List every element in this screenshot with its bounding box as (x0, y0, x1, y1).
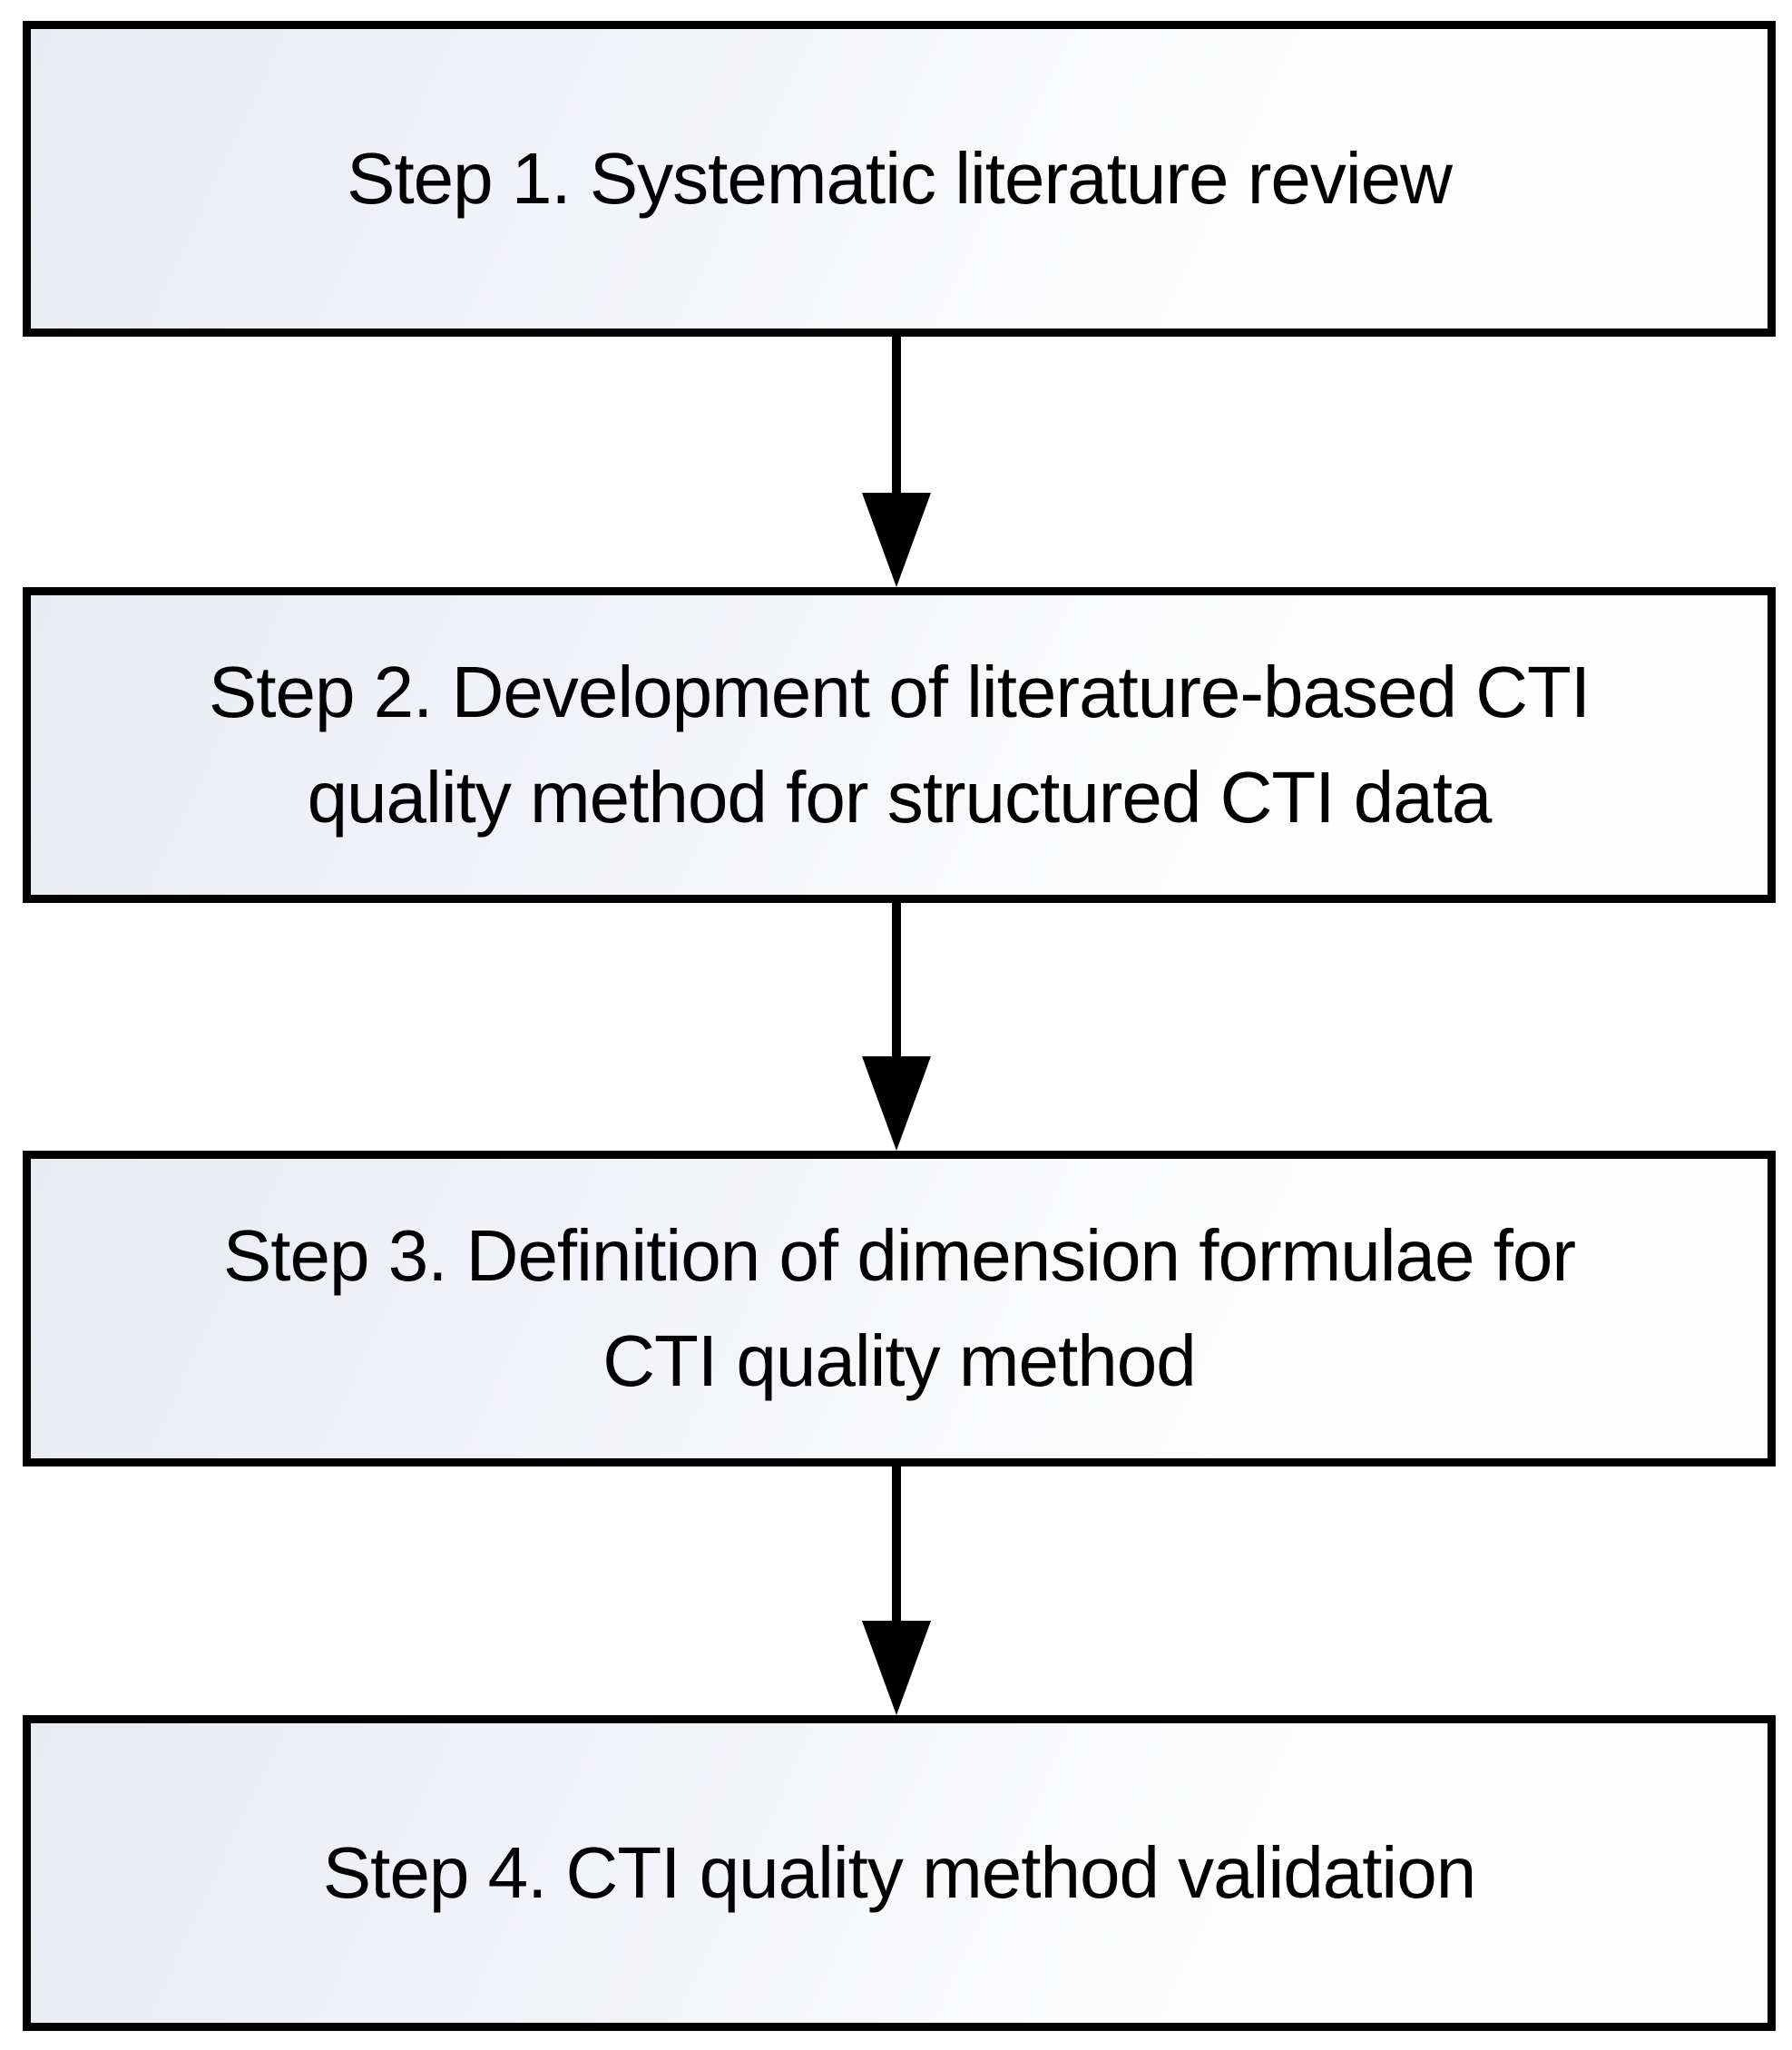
step-label-3: Step 3. Definition of dimension formulae… (222, 1215, 1576, 1401)
down-arrow-icon (862, 493, 931, 587)
connector-step3-step4 (862, 1466, 931, 1715)
arrow-stem (892, 1466, 901, 1628)
step-box-3: Step 3. Definition of dimension formulae… (23, 1151, 1776, 1466)
step-box-1: Step 1. Systematic literature review (23, 21, 1776, 337)
connector-step2-step3 (862, 903, 931, 1151)
step-label-2: Step 2. Development of literature-based … (208, 652, 1591, 838)
step-label-1: Step 1. Systematic literature review (347, 138, 1453, 219)
connector-step1-step2 (862, 337, 931, 587)
step-box-4: Step 4. CTI quality method validation (23, 1715, 1776, 2031)
step-label-4: Step 4. CTI quality method validation (322, 1832, 1476, 1913)
arrow-stem (892, 903, 901, 1064)
arrow-stem (892, 337, 901, 500)
step-box-2: Step 2. Development of literature-based … (23, 587, 1776, 903)
down-arrow-icon (862, 1056, 931, 1151)
down-arrow-icon (862, 1621, 931, 1715)
